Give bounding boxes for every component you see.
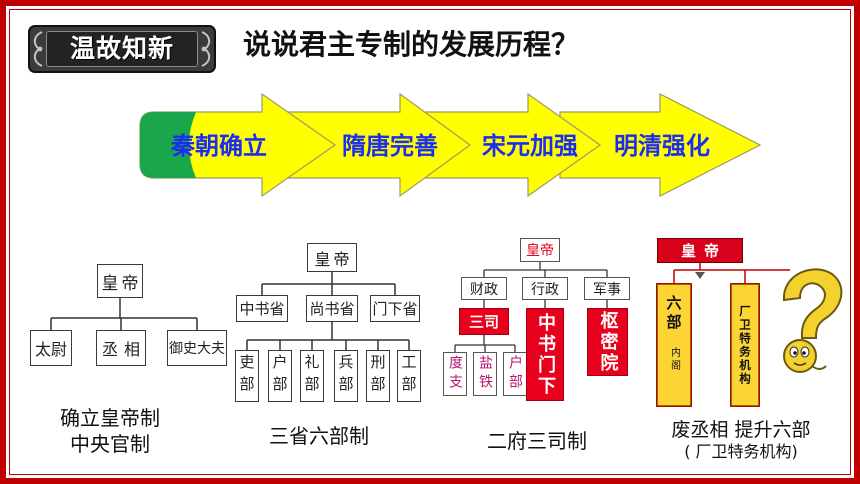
suitang-department-label: 门下省: [372, 300, 418, 318]
suitang-ministry-label: 刑部: [368, 354, 387, 398]
suitang-emperor-label: 皇帝: [314, 249, 353, 269]
qin-connectors: [50, 298, 198, 330]
song-finance-office-box: 三司: [459, 308, 509, 335]
section-badge: 温故知新: [28, 25, 216, 73]
qin-caption-line-2: 中央官制: [70, 432, 150, 456]
mingqing-emperor-label: 皇帝: [680, 242, 727, 260]
suitang-department-label: 中书省: [239, 300, 285, 318]
qin-emperor-label: 皇帝: [101, 273, 142, 294]
suitang-department-box: 中书省: [236, 295, 288, 322]
song-finance-sub-label: 盐铁: [477, 355, 493, 393]
page-title: 说说君主专制的发展历程？: [243, 28, 580, 61]
mingqing-caption-line-2: ( 厂卫特务机构): [684, 442, 798, 461]
suitang-ministry-label: 户部: [270, 354, 289, 398]
suitang-emperor-box: 皇帝: [307, 243, 357, 272]
song-admin-office-box: 中书门下: [526, 308, 564, 401]
step-label-4: 明清强化: [614, 132, 710, 160]
song-admin-office-label: 中书门下: [535, 312, 556, 397]
mingqing-secret-police-box: 厂卫特务机构: [730, 283, 760, 407]
badge-panel: 温故知新: [46, 31, 198, 67]
song-finance-sub-label: 户部: [507, 355, 523, 393]
song-branch-box: 军事: [584, 277, 630, 300]
suitang-ministry-label: 工部: [399, 354, 418, 398]
suitang-caption: 三省六部制: [269, 424, 369, 448]
mingqing-emperor-banner: 皇帝: [657, 238, 743, 263]
badge-label: 温故知新: [69, 34, 174, 63]
suitang-connectors: [246, 272, 410, 350]
arrow-step-1-accent: [140, 112, 196, 178]
qin-caption-line-1: 确立皇帝制: [60, 406, 160, 430]
suitang-ministry-box: 礼部: [300, 350, 324, 402]
arrow-step-4: [559, 93, 762, 197]
song-connectors: [454, 262, 608, 352]
qin-official-label: 太尉: [34, 340, 67, 359]
song-branch-box: 财政: [461, 277, 507, 300]
song-branch-box: 行政: [522, 277, 568, 300]
suitang-ministry-label: 吏部: [237, 354, 256, 398]
step-label-3: 宋元加强: [482, 132, 578, 160]
arrow-step-2: [279, 92, 472, 198]
process-arrows: [139, 92, 762, 198]
mingqing-six-ministries-label: 六部: [664, 295, 683, 333]
step-label-2: 隋唐完善: [342, 132, 438, 160]
song-military-office-label: 枢密院: [597, 310, 619, 374]
song-finance-sub-box: 度支: [443, 352, 467, 396]
song-finance-office-label: 三司: [468, 313, 499, 331]
suitang-ministry-label: 兵部: [336, 354, 355, 398]
song-finance-sub-box: 盐铁: [473, 352, 497, 396]
song-emperor-label: 皇帝: [526, 243, 554, 259]
mingqing-secret-police-label: 厂卫特务机构: [738, 304, 752, 386]
qin-official-box: 御史大夫: [167, 330, 227, 366]
song-finance-sub-box: 户部: [503, 352, 527, 396]
qin-emperor-box: 皇帝: [97, 264, 143, 298]
mingqing-cabinet-label: 内阁: [668, 347, 680, 373]
ornament-icon: [33, 31, 43, 67]
arrow-step-3: [419, 92, 602, 198]
suitang-ministry-box: 兵部: [334, 350, 358, 402]
qin-official-label: 丞相: [102, 340, 147, 359]
question-mark-icon: [782, 268, 843, 373]
song-branch-label: 财政: [470, 281, 498, 298]
arrow-down-icon: [695, 272, 705, 279]
suitang-department-label: 尚书省: [309, 300, 355, 318]
song-finance-sub-label: 度支: [447, 355, 463, 393]
suitang-department-box: 尚书省: [306, 295, 358, 322]
song-caption: 二府三司制: [487, 429, 587, 453]
qin-official-box: 丞相: [96, 330, 146, 366]
suitang-department-box: 门下省: [370, 295, 420, 322]
ornament-icon: [201, 31, 211, 67]
suitang-ministry-box: 刑部: [366, 350, 390, 402]
qin-official-box: 太尉: [30, 330, 72, 366]
mingqing-six-ministries-box: 六部 内阁: [656, 283, 692, 407]
song-military-office-box: 枢密院: [587, 308, 628, 376]
suitang-ministry-box: 工部: [397, 350, 421, 402]
song-branch-label: 军事: [593, 281, 621, 298]
mingqing-connectors: [673, 263, 790, 284]
suitang-ministry-label: 礼部: [302, 354, 321, 398]
mingqing-caption-line-1: 废丞相 提升六部: [671, 419, 811, 441]
step-label-1: 秦朝确立: [171, 132, 267, 160]
suitang-ministry-box: 吏部: [235, 350, 259, 402]
qin-official-label: 御史大夫: [169, 341, 225, 357]
suitang-ministry-box: 户部: [268, 350, 292, 402]
song-branch-label: 行政: [531, 281, 559, 298]
song-emperor-box: 皇帝: [520, 238, 560, 262]
